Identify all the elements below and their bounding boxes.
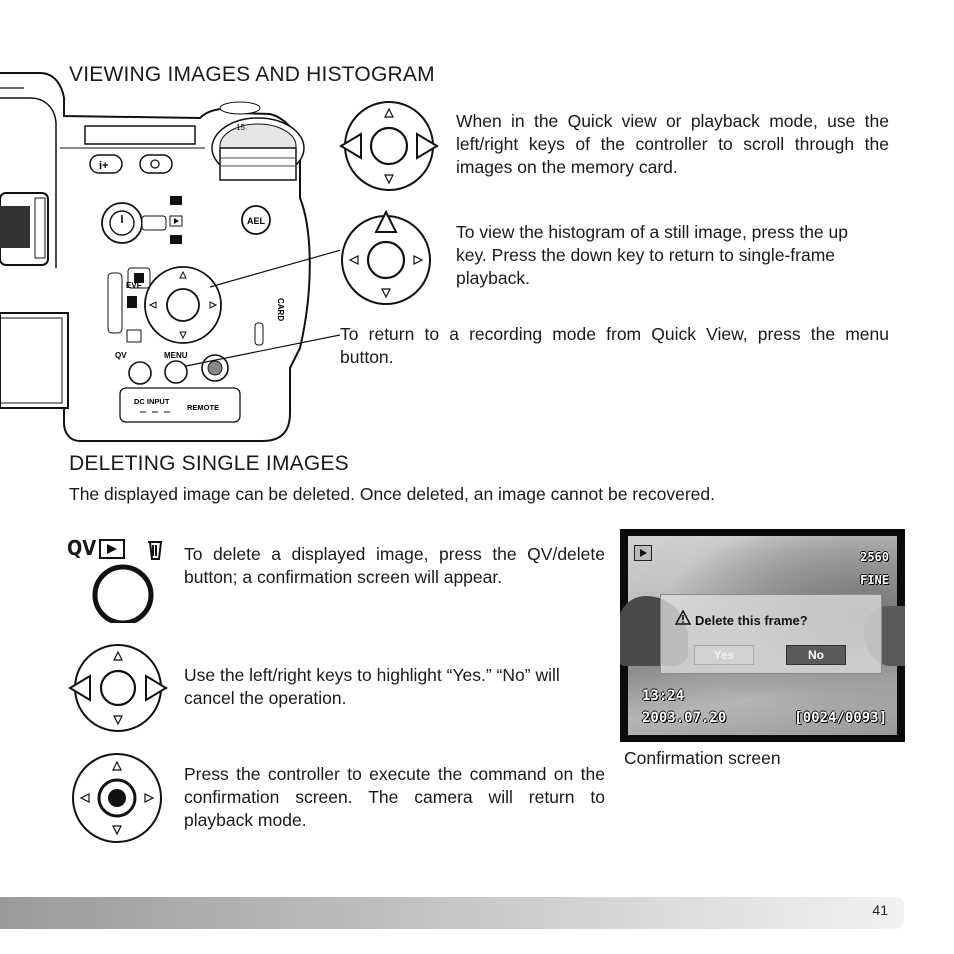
screen-caption: Confirmation screen [624, 748, 781, 768]
confirmation-screen: 2560 FINE Delete this frame? Yes No 13:2… [620, 529, 905, 742]
camera-back-illustration: i+ 15 AEL EVF CARD QV MENU DC INPUT REMO… [0, 68, 340, 446]
info-button-label: i+ [99, 160, 108, 172]
controller-left-right-diagram [335, 100, 443, 192]
step1-text: To delete a displayed image, press the Q… [184, 544, 605, 587]
controller-left-right-step2 [66, 643, 170, 733]
footer-bar [0, 897, 904, 929]
qv-delete-label: QV [115, 351, 127, 360]
histogram-instructions: To view the histogram of a still image, … [456, 222, 848, 288]
warning-icon [675, 610, 691, 625]
controller-center-press-diagram [70, 752, 164, 844]
ael-label: AEL [247, 216, 266, 226]
deleting-intro: The displayed image can be deleted. Once… [69, 484, 715, 504]
date-display: 2003.07.20 [642, 710, 727, 726]
menu-label: MENU [164, 351, 188, 360]
remote-label: REMOTE [187, 403, 219, 412]
dc-input-label: DC INPUT [134, 397, 170, 406]
qv-label: QV [67, 536, 97, 560]
delete-dialog: Delete this frame? Yes No [660, 594, 882, 674]
image-size: 2560 [860, 550, 889, 564]
step2-text: Use the left/right keys to highlight “Ye… [184, 665, 560, 708]
step3-text: Press the controller to execute the comm… [184, 764, 605, 830]
deleting-heading: DELETING SINGLE IMAGES [69, 452, 349, 475]
frame-counter: [0024/0093] [794, 710, 887, 726]
card-label: CARD [276, 298, 285, 321]
viewing-heading: VIEWING IMAGES AND HISTOGRAM [69, 63, 435, 86]
evf-label: EVF [126, 281, 142, 290]
svg-text:15: 15 [236, 123, 245, 132]
no-button[interactable]: No [786, 645, 846, 665]
yes-button[interactable]: Yes [694, 645, 754, 665]
menu-instructions: To return to a recording mode from Quick… [340, 324, 889, 367]
scroll-instructions: When in the Quick view or playback mode,… [456, 111, 889, 177]
controller-up-diagram [340, 208, 432, 306]
playback-mode-icon [634, 545, 652, 561]
image-quality: FINE [860, 573, 889, 587]
dialog-title: Delete this frame? [695, 613, 808, 628]
time-display: 13:24 [642, 688, 685, 704]
page-number: 41 [872, 902, 888, 918]
